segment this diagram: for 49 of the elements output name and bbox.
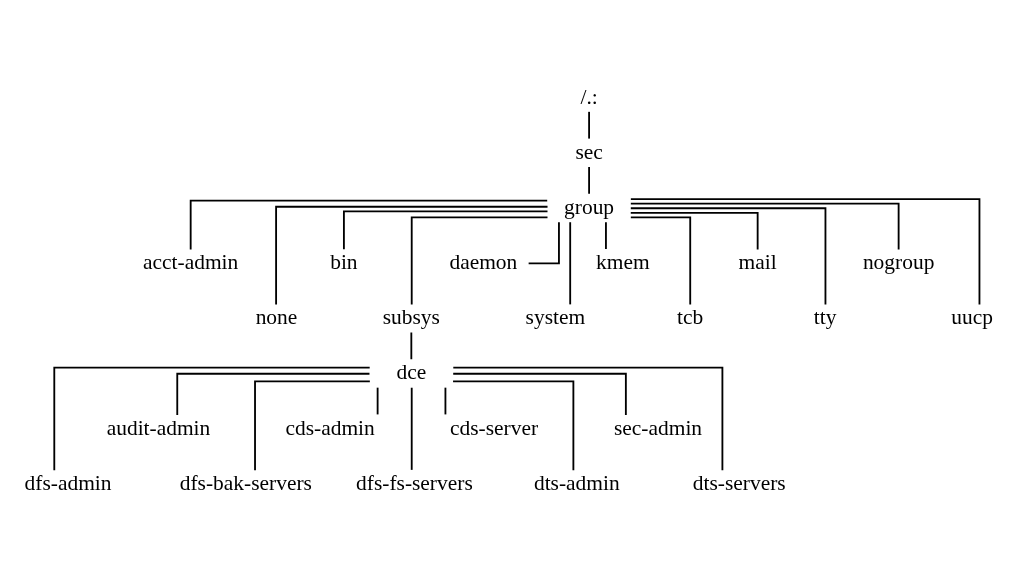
connector [410,216,549,306]
node-text: tty [813,305,837,330]
connector [588,110,590,140]
connector [254,380,371,472]
connector [629,216,692,306]
connector [275,205,549,306]
connector [410,331,413,361]
connector [452,380,575,472]
node-text: cds-server [450,415,539,440]
node-text: dfs-fs-servers [356,470,473,495]
connector [629,207,827,306]
connector [452,372,627,416]
connector [410,386,413,471]
node-text: sec [575,139,603,164]
node-text: nogroup [862,250,935,275]
node-text: dfs-admin [24,470,112,495]
node-text: none [255,305,298,330]
node-text: dts-admin [533,470,620,495]
connector [629,211,759,251]
connector [343,210,549,251]
node-text: kmem [596,250,650,275]
connector [376,386,379,416]
node-text: subsys [382,305,440,330]
connector [452,366,724,472]
node-text: /.: [580,84,598,109]
connector [588,166,590,195]
connector [53,366,371,472]
node-text: cds-admin [285,415,375,440]
node-text: bin [330,250,358,275]
node-text: acct-admin [143,250,239,275]
connector [569,221,572,306]
connector [629,198,981,306]
node-text: sec-admin [613,415,703,440]
node-text: system [525,305,586,330]
node-text: dce [396,360,427,385]
connector [527,221,560,265]
node-text: group [564,194,615,219]
connector [176,372,371,416]
node-text: audit-admin [106,415,211,440]
node-text: mail [738,250,777,275]
node-text: tcb [677,305,704,330]
connector [444,386,447,416]
node-text: dfs-bak-servers [179,470,312,495]
node-text: dts-servers [692,470,786,495]
connector [605,221,607,250]
node-text: uucp [951,305,994,330]
connector [629,202,900,251]
node-text: daemon [449,250,518,275]
connector [189,199,549,251]
